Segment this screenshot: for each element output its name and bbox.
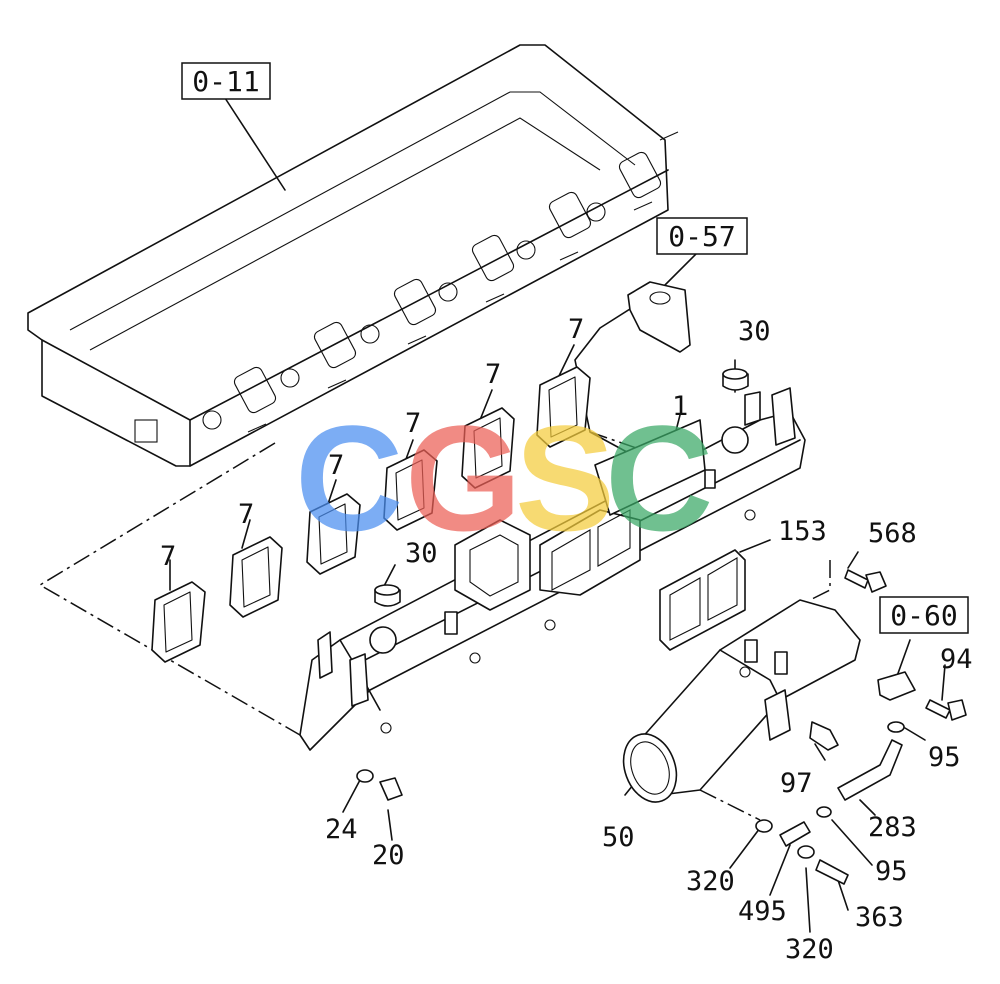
part-label-30: 30 [405,538,438,569]
watermark-letter: C [605,394,713,562]
reference-label: 0-57 [668,220,735,253]
part-label-20: 20 [372,840,405,871]
part-label-7: 7 [328,450,344,481]
leader-lines [169,97,946,933]
part-label-94: 94 [940,644,973,675]
part-label-7: 7 [568,314,584,345]
part-label-7: 7 [405,408,421,439]
reference-box-0-57: 0-57 [656,217,748,255]
part-label-7: 7 [160,541,176,572]
part-labels: 7 7 7 7 7 7 1 30 30 153 568 94 95 97 50 … [160,314,973,965]
reference-label: 0-11 [192,65,259,98]
part-label-1: 1 [672,391,688,422]
watermark-letter: C [295,394,403,562]
part-label-97: 97 [780,768,813,799]
part-label-95: 95 [875,856,908,887]
exhaust-manifold [299,387,806,751]
part-label-568: 568 [868,518,917,549]
gasket-set [151,366,591,663]
part-label-320: 320 [686,866,735,897]
part-label-95: 95 [928,742,961,773]
part-label-495: 495 [738,896,787,927]
part-label-153: 153 [778,516,827,547]
reference-box-0-60: 0-60 [879,596,969,634]
reference-label: 0-60 [890,599,957,632]
part-label-320: 320 [785,934,834,965]
hardware [356,569,967,885]
watermark-logo: C G S C [295,394,713,562]
part-label-363: 363 [855,902,904,933]
flange-bracket [627,281,691,353]
part-label-7: 7 [238,499,254,530]
watermark-letter: G [405,394,522,562]
caps [374,368,749,607]
part-label-283: 283 [868,812,917,843]
reference-box-0-11: 0-11 [181,62,271,100]
part-label-50: 50 [602,822,635,853]
part-label-24: 24 [325,814,358,845]
part-label-7: 7 [485,359,501,390]
cylinder-head [27,44,679,467]
part-label-30: 30 [738,316,771,347]
gasket-153 [659,549,746,651]
exhaust-elbow-pipe [622,599,861,803]
watermark-letter: S [515,394,615,562]
